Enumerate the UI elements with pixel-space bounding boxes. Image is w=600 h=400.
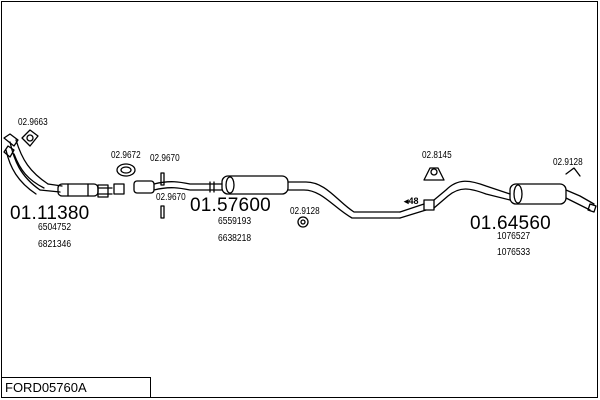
- rear-silencer-drawing: [509, 183, 597, 213]
- oem-number: 6504752: [38, 222, 72, 233]
- pipe-marker: ◂48: [404, 196, 419, 206]
- oem-number: 1076527: [497, 231, 531, 242]
- small-part-code: 02.8145: [422, 150, 452, 161]
- part-number-front-pipe: 01.11380: [10, 203, 90, 224]
- oem-number: 1076533: [497, 247, 531, 258]
- joint-drawing: [399, 199, 435, 219]
- clamp-9670-top-icon: [160, 172, 165, 186]
- part-number-rear-silencer: 01.64560: [470, 213, 551, 234]
- centre-silencer-drawing: [153, 175, 401, 219]
- oem-number: 6559193: [218, 216, 252, 227]
- small-part-code: 02.9128: [290, 206, 320, 217]
- hanger-9128-rear-icon: [565, 167, 581, 177]
- small-part-code: 02.9128: [553, 157, 583, 168]
- part-number-centre-silencer: 01.57600: [190, 195, 271, 216]
- title-box: [1, 377, 151, 398]
- pipe-marker-arrow-icon: ◂: [404, 196, 409, 206]
- small-part-code: 02.9670: [150, 153, 180, 164]
- small-part-code: 02.9670: [156, 192, 186, 203]
- diagram-title: FORD05760A: [5, 380, 87, 395]
- oem-number: 6821346: [38, 239, 72, 250]
- small-part-code: 02.9672: [111, 150, 141, 161]
- gasket-9663-icon: [21, 129, 39, 147]
- clamp-9670-bottom-icon: [160, 205, 165, 219]
- mount-9128-centre-icon: [297, 216, 309, 228]
- ring-9672-icon: [116, 163, 136, 177]
- oem-number: 6638218: [218, 233, 252, 244]
- small-part-code: 02.9663: [18, 117, 48, 128]
- front-pipe-drawing: [3, 133, 113, 198]
- mount-8145-icon: [423, 167, 445, 181]
- connector-drawing: [113, 180, 155, 195]
- rear-pipe-drawing: [433, 180, 511, 209]
